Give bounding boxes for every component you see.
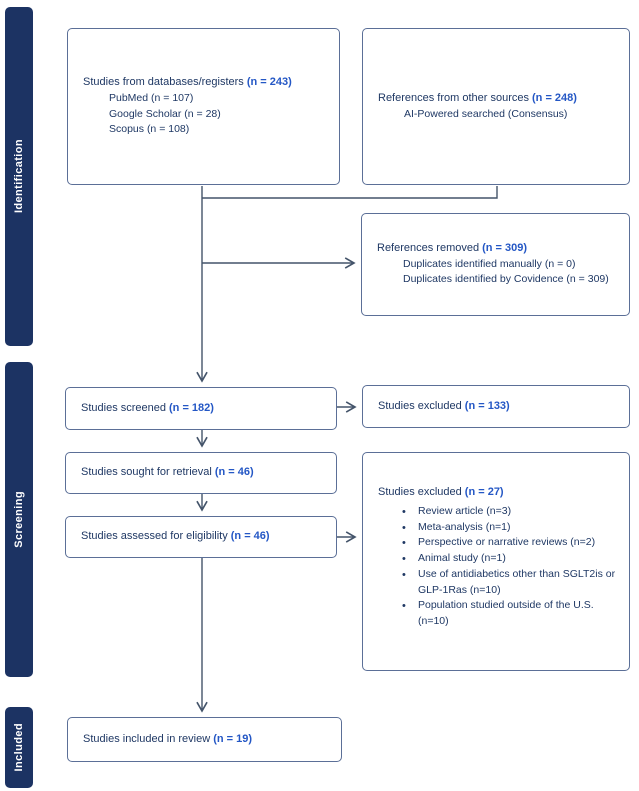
box-title: References removed(n = 309): [377, 241, 619, 257]
box-label: References from other sources: [378, 91, 530, 104]
box-title: Studies from databases/registers(n = 243…: [83, 75, 329, 91]
stage-bar-screening: Screening: [5, 362, 33, 677]
exclusion-reason: Meta-analysis (n=1): [402, 520, 619, 536]
box-count: (n = 182): [169, 401, 214, 414]
box-label: Studies excluded: [378, 399, 462, 412]
exclusion-reason: Animal study (n=1): [402, 551, 619, 567]
box-studies-from-databases: Studies from databases/registers(n = 243…: [67, 28, 340, 185]
box-title: Studies excluded(n = 27): [378, 485, 619, 501]
box-title: Studies excluded(n = 133): [378, 399, 619, 415]
box-title: Studies assessed for eligibility(n = 46): [81, 529, 326, 545]
box-studies-sought-retrieval: Studies sought for retrieval(n = 46): [65, 452, 337, 494]
box-studies-screened: Studies screened(n = 182): [65, 387, 337, 430]
exclusion-reason: Review article (n=3): [402, 504, 619, 520]
source-ai-powered: AI-Powered searched (Consensus): [404, 107, 568, 120]
stage-bar-identification: Identification: [5, 7, 33, 346]
box-studies-excluded-eligibility: Studies excluded(n = 27) Review article …: [362, 452, 630, 671]
box-count: (n = 309): [482, 241, 528, 254]
box-studies-assessed-eligibility: Studies assessed for eligibility(n = 46): [65, 516, 337, 558]
box-label: Studies screened: [81, 401, 166, 414]
box-count: (n = 19): [213, 732, 253, 745]
source-pubmed: PubMed (n = 107): [109, 91, 194, 104]
exclusion-reason: Perspective or narrative reviews (n=2): [402, 535, 619, 551]
box-label: Studies included in review: [83, 732, 211, 745]
stage-label-included: Included: [13, 723, 25, 772]
box-title: References from other sources(n = 248): [378, 91, 619, 107]
box-count: (n = 133): [464, 399, 510, 412]
box-label: References removed: [377, 241, 480, 254]
box-count: (n = 27): [464, 486, 504, 498]
stage-bar-included: Included: [5, 707, 33, 788]
box-title: Studies sought for retrieval(n = 46): [81, 465, 326, 481]
box-label: Studies sought for retrieval: [81, 466, 212, 479]
box-count: (n = 243): [246, 75, 292, 88]
box-label: Studies from databases/registers: [83, 75, 244, 88]
box-count: (n = 46): [214, 466, 254, 479]
duplicates-manual: Duplicates identified manually (n = 0): [403, 257, 576, 270]
exclusion-reasons-list: Review article (n=3) Meta-analysis (n=1)…: [378, 504, 619, 630]
stage-label-screening: Screening: [13, 491, 25, 548]
stage-label-identification: Identification: [13, 139, 25, 214]
box-count: (n = 248): [532, 91, 577, 104]
exclusion-reason: Use of antidiabetics other than SGLT2is …: [402, 567, 619, 599]
connector-other-sources-merge: [202, 186, 498, 199]
box-title: Studies screened(n = 182): [81, 401, 326, 417]
box-references-removed: References removed(n = 309) Duplicates i…: [361, 213, 630, 316]
box-studies-excluded-screening: Studies excluded(n = 133): [362, 385, 630, 428]
box-title: Studies included in review(n = 19): [83, 732, 331, 748]
box-label: Studies excluded: [378, 486, 462, 498]
box-references-other-sources: References from other sources(n = 248) A…: [362, 28, 630, 185]
source-google-scholar: Google Scholar (n = 28): [109, 107, 221, 120]
exclusion-reason: Population studied outside of the U.S. (…: [402, 598, 619, 630]
box-studies-included-review: Studies included in review(n = 19): [67, 717, 342, 762]
box-label: Studies assessed for eligibility: [81, 530, 228, 543]
source-scopus: Scopus (n = 108): [109, 123, 190, 136]
box-count: (n = 46): [230, 530, 270, 543]
duplicates-covidence: Duplicates identified by Covidence (n = …: [403, 273, 609, 286]
